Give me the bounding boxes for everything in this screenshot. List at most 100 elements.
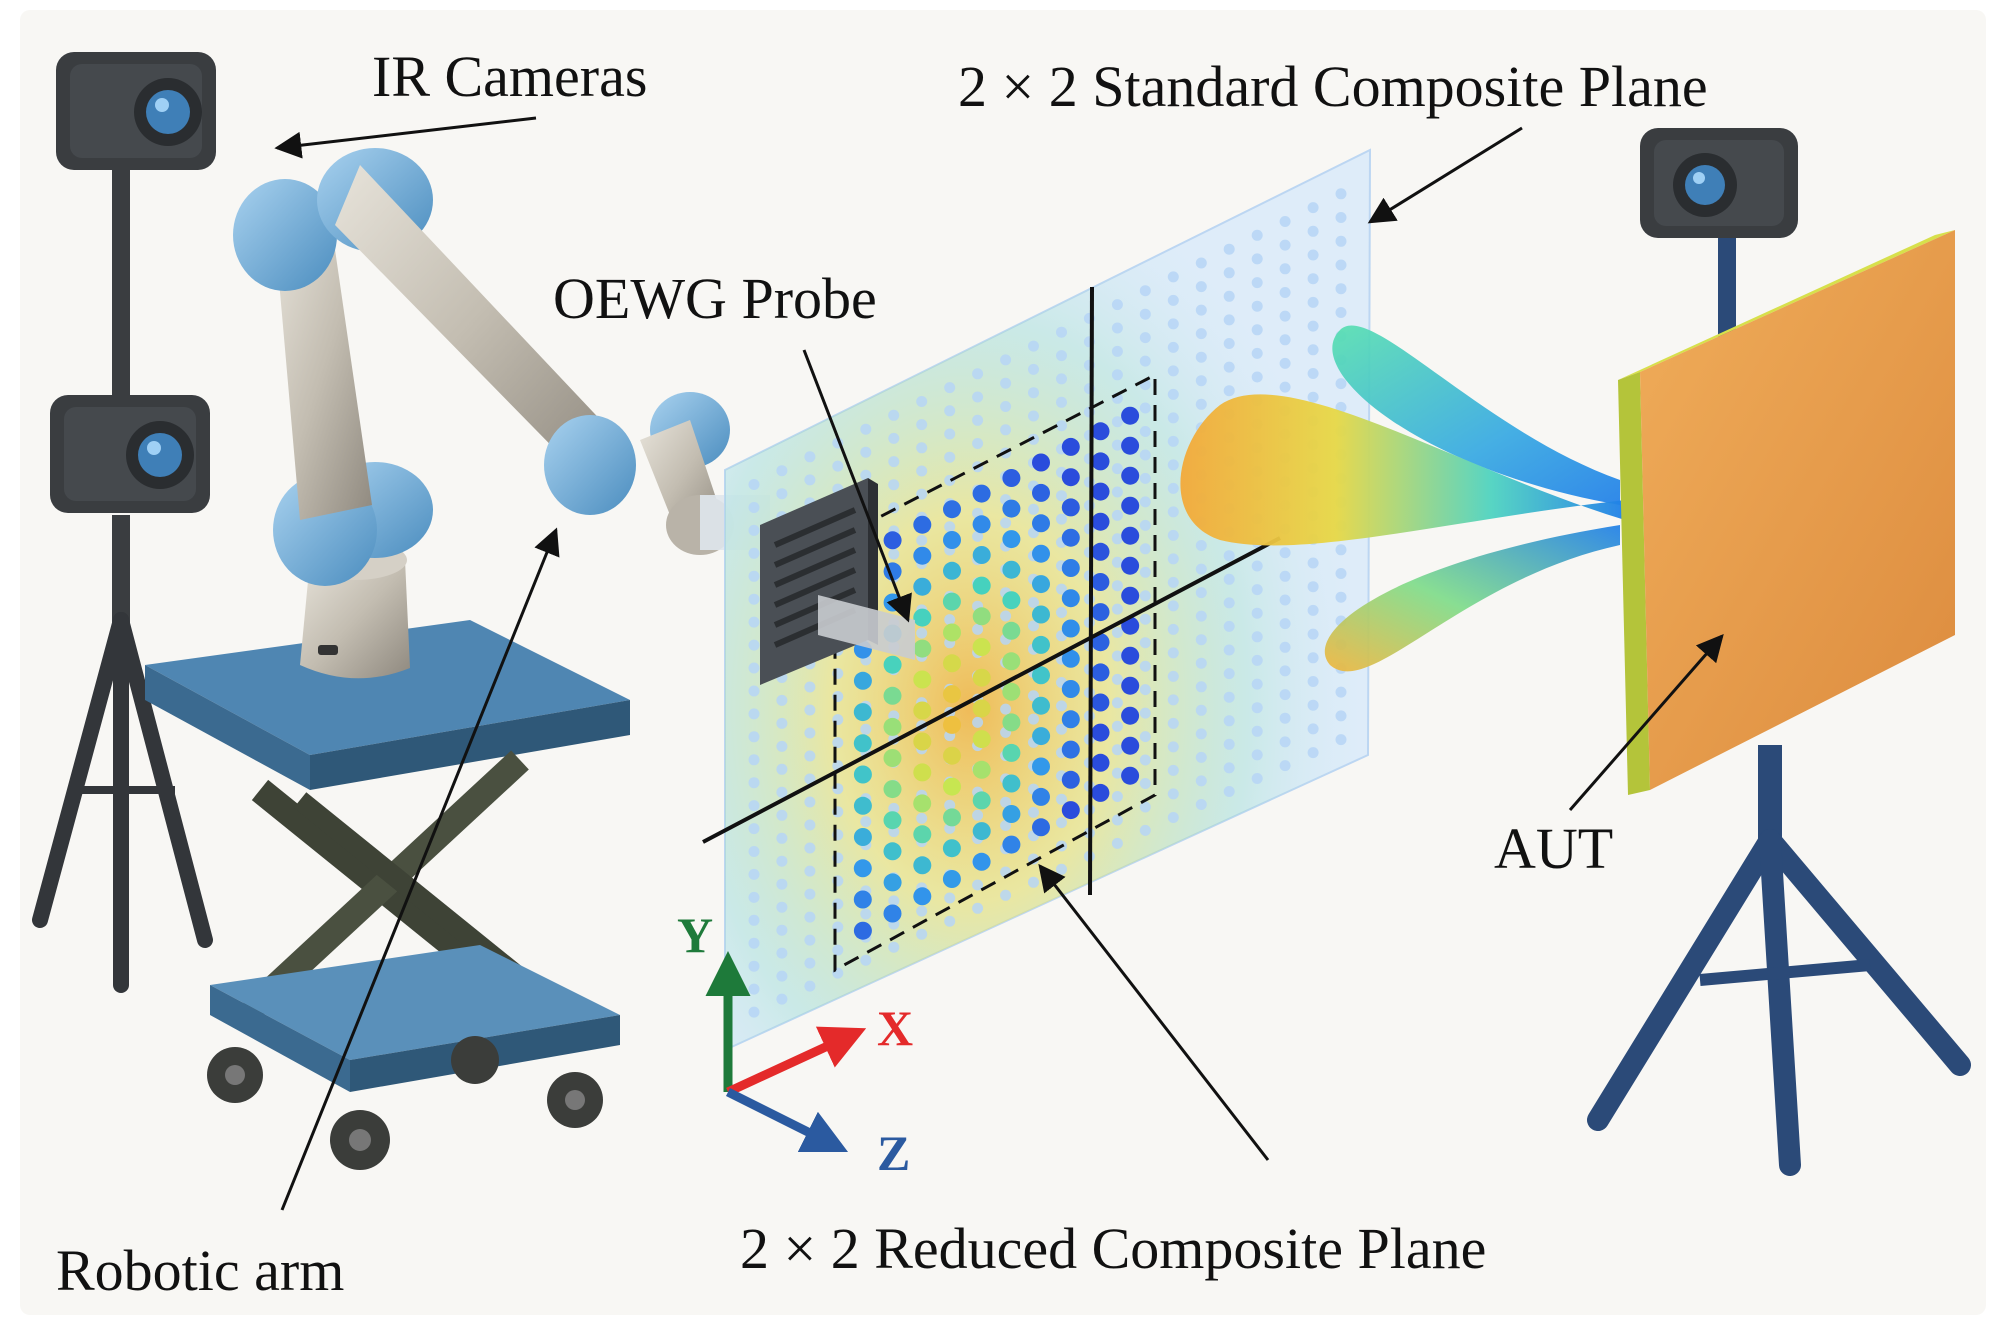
plane-sample-dot [1307,296,1319,308]
reduced-plane-sample-dot [1032,696,1050,715]
reduced-plane-sample-dot [883,655,902,674]
reduced-plane-sample-dot [913,887,932,906]
reduced-plane-sample-dot [883,811,902,830]
plane-sample-dot [1111,720,1123,732]
plane-sample-dot [1000,889,1012,901]
plane-sample-dot [1111,463,1123,475]
lift-cart [145,620,630,1170]
reduced-plane-sample-dot [883,873,902,892]
reduced-plane-sample-dot [1002,469,1021,487]
plane-sample-dot [1195,563,1207,575]
plane-sample-dot [1251,725,1263,737]
plane-sample-dot [1167,717,1179,729]
reduced-plane-sample-dot [1032,757,1050,776]
reduced-plane-sample-dot [913,856,932,875]
plane-sample-dot [776,694,788,706]
plane-sample-dot [1307,747,1319,759]
plane-sample-dot [1279,239,1291,251]
plane-sample-dot [1279,665,1291,677]
plane-sample-dot [944,521,956,533]
plane-sample-dot [1167,318,1179,330]
plane-sample-dot [972,414,984,426]
reduced-plane-sample-dot [1091,603,1110,622]
plane-sample-dot [1223,644,1235,656]
plane-sample-dot [804,773,816,785]
reduced-plane-sample-dot [972,515,991,534]
plane-sample-dot [748,891,760,903]
plane-sample-dot [1056,373,1067,385]
plane-sample-dot [1028,620,1039,632]
plane-sample-dot [1056,513,1067,525]
plane-sample-dot [1279,287,1291,298]
reduced-plane-sample-dot [972,730,991,749]
plane-sample-dot [972,716,984,728]
reduced-plane-sample-dot [972,791,991,810]
plane-sample-dot [1139,754,1151,766]
plane-sample-dot [1056,350,1067,362]
plane-sample-dot [1139,684,1151,696]
oewg-probe-label: OEWG Probe [553,266,877,331]
plane-sample-dot [1307,344,1319,356]
plane-sample-dot [1000,424,1012,436]
plane-sample-dot [1307,557,1319,569]
plane-sample-dot [1056,700,1067,712]
plane-sample-dot [1111,509,1123,521]
callout-arrows [274,116,1724,1211]
plane-sample-dot [1111,322,1123,334]
plane-sample-dot [1167,600,1179,612]
plane-sample-dot [804,934,816,946]
plane-sample-dot [1139,355,1151,367]
plane-sample-dot [1000,796,1012,808]
plane-sample-dot [748,960,760,972]
plane-sample-dot [1000,354,1012,366]
plane-sample-dot [804,888,816,900]
plane-sample-dot [1111,767,1123,779]
plane-sample-dot [1279,760,1291,772]
reduced-plane-sample-dot [1091,573,1110,591]
plane-sample-dot [1111,627,1123,638]
plane-sample-dot [1139,731,1151,743]
ir-camera-icon [56,52,216,170]
plane-sample-dot [1167,741,1179,753]
reduced-plane-sample-dot [942,592,961,611]
plane-sample-dot [1139,613,1151,625]
plane-sample-dot [1307,723,1319,735]
reduced-plane-sample-dot [943,715,961,734]
plane-sample-dot [972,391,984,403]
aut-label: AUT [1494,816,1613,881]
reduced-plane-sample-dot [1121,466,1140,485]
plane-sample-dot [860,954,872,966]
plane-sample-dot [888,895,900,907]
plane-sample-dot [860,423,872,435]
reduced-plane-sample-dot [1002,591,1021,610]
plane-sample-dot [1056,817,1067,829]
plane-sample-dot [804,980,816,992]
plane-sample-dot [1251,253,1263,265]
plane-sample-dot [916,419,928,431]
reduced-plane-sample-dot [913,577,932,596]
x-axis-label: X [877,1000,913,1056]
plane-sample-dot [1028,387,1039,399]
reduced-plane-sample-dot [943,746,961,765]
plane-sample-dot [1111,673,1123,685]
plane-sample-dot [1195,775,1207,787]
plane-sample-dot [1223,668,1235,680]
plane-sample-dot [944,382,956,394]
ir-camera-tripod [32,160,213,993]
reduced-plane-sample-dot [1032,605,1050,624]
plane-sample-dot [1307,699,1319,711]
plane-sample-dot [1056,490,1067,502]
plane-sample-dot [1111,345,1123,357]
reduced-plane-sample-dot [1032,514,1050,533]
plane-sample-dot [1335,259,1347,271]
plane-sample-dot [1111,837,1123,849]
plane-sample-dot [1111,650,1123,662]
plane-sample-dot [1195,375,1207,387]
plane-sample-dot [1195,304,1207,316]
reduced-plane-sample-dot [883,780,902,799]
plane-sample-dot [1223,338,1235,349]
plane-sample-dot [1167,576,1179,588]
plane-sample-dot [1028,597,1039,608]
plane-sample-dot [860,816,872,828]
plane-sample-dot [748,616,760,628]
